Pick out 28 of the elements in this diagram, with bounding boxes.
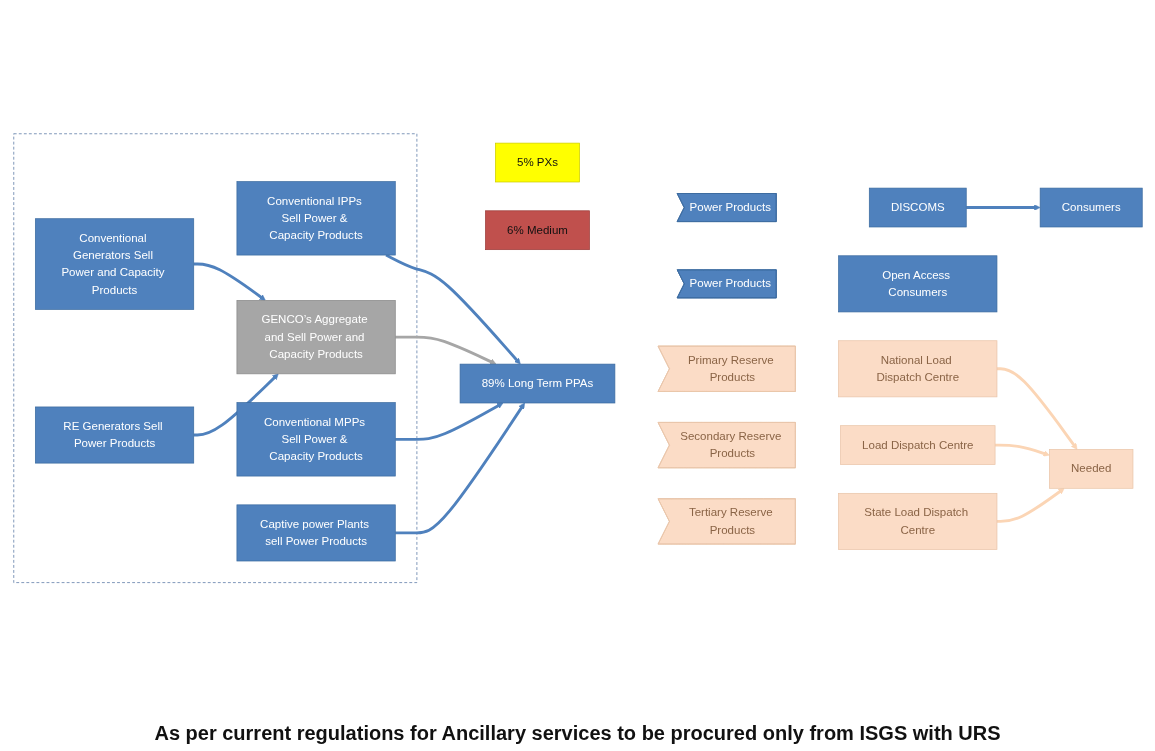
node-box: GENCO’s Aggregate and Sell Power and Capacity Products bbox=[236, 299, 396, 374]
note-text: As per current regulations for Ancillary services to be procured only from ISGS with URS bbox=[154, 722, 1001, 745]
node-box: Conventional IPPs Sell Power & Capacity Products bbox=[236, 181, 396, 256]
arrow bbox=[996, 487, 1065, 523]
arrow bbox=[965, 204, 1040, 211]
node-box: Conventional MPPs Sell Power & Capacity Products bbox=[236, 402, 396, 477]
node-box: Captive power Plants sell Power Products bbox=[236, 504, 396, 562]
node-box: 89% Long Term PPAs bbox=[459, 363, 615, 404]
cluster bbox=[12, 133, 417, 583]
arrow bbox=[193, 262, 266, 301]
node-box: 5% PXs bbox=[494, 142, 580, 183]
arrow bbox=[394, 335, 496, 365]
node-box: RE Generators Sell Power Products bbox=[34, 406, 194, 464]
node-box: Load Dispatch Centre bbox=[839, 425, 995, 465]
node-box: Consumers bbox=[1039, 187, 1143, 228]
arrow bbox=[384, 253, 521, 365]
arrow bbox=[994, 443, 1050, 457]
node-box: Open Access Consumers bbox=[837, 255, 997, 313]
node-box: Conventional Generators Sell Power and Capacity Products bbox=[34, 218, 194, 310]
arrow bbox=[193, 373, 279, 437]
node-box: 6% Medium bbox=[484, 210, 590, 250]
node-box: National Load Dispatch Centre bbox=[837, 340, 997, 398]
arrow bbox=[996, 367, 1077, 450]
arrow bbox=[394, 402, 525, 535]
node-box: State Load Dispatch Centre bbox=[837, 492, 997, 550]
arrow bbox=[394, 402, 503, 441]
node-box: DISCOMS bbox=[868, 187, 967, 228]
node-box: Needed bbox=[1048, 448, 1133, 489]
